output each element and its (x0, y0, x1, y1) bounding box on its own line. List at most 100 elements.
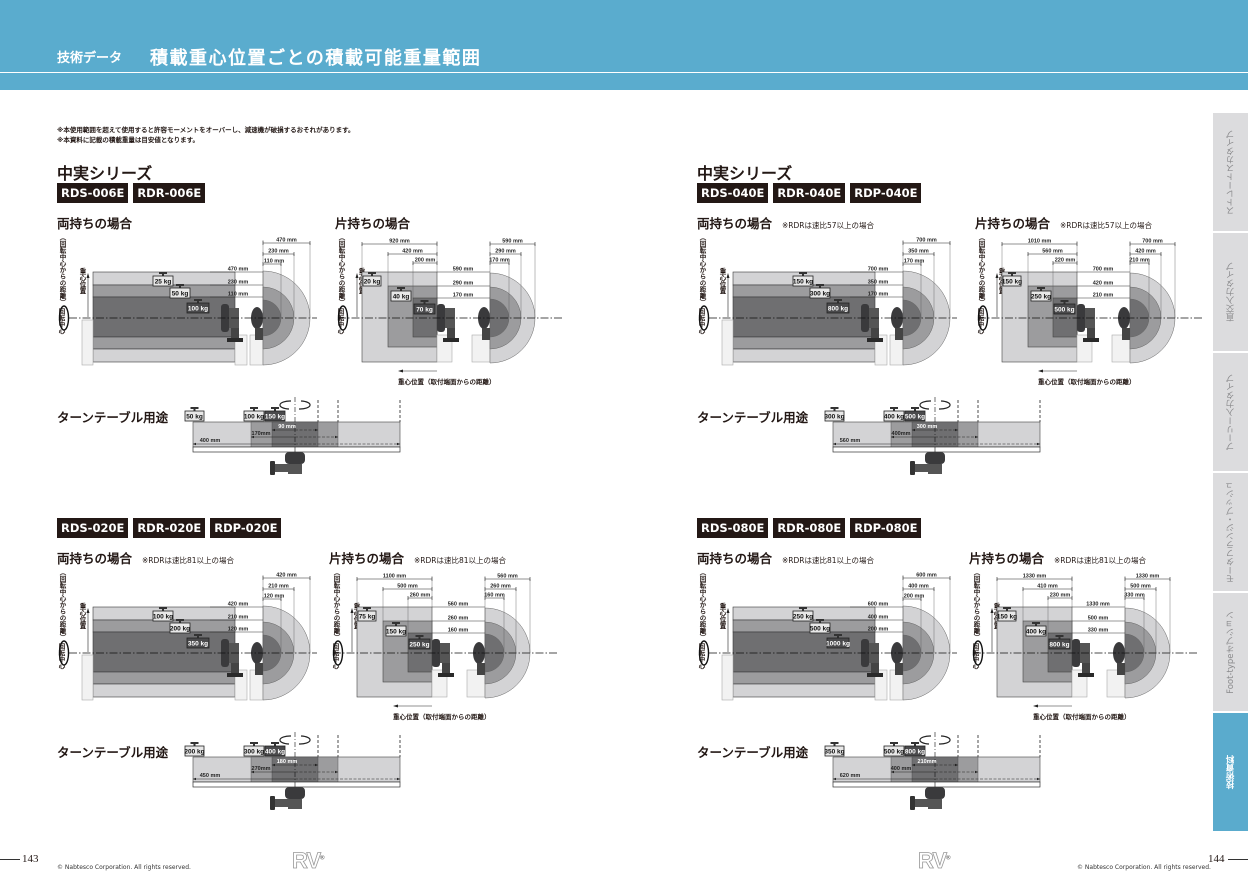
weight-label: 100 kg (244, 414, 264, 421)
dimension-label: 410 mm (1037, 584, 1058, 590)
heading-text: 片持ちの場合 (969, 551, 1045, 566)
reducer-side-icon (251, 642, 263, 675)
axis-label-distance: （回転中心からの距離） (337, 234, 345, 306)
rotation-arrow-icon (919, 735, 951, 745)
radius-label: 90 mm (278, 424, 296, 430)
turntable-reducer-icon (270, 452, 305, 475)
dimension-label: 170 mm (904, 259, 925, 265)
sidebar-tab[interactable]: Foot-typeオプション (1213, 593, 1248, 711)
dimension-label: 350 mm (908, 249, 929, 255)
radius-label: 560 mm (840, 438, 861, 444)
load-band (92, 336, 236, 350)
sidebar-tab[interactable]: モータフランジ・ブッシュ (1213, 473, 1248, 591)
rotation-center-icon (698, 305, 710, 331)
weight-icon: 400 kg (264, 742, 286, 757)
dimension-label: 420 mm (402, 249, 423, 255)
weight-icon: 25 kg (152, 272, 174, 287)
weight-icon: 40 kg (390, 287, 412, 302)
radius-label: 400 mm (200, 438, 221, 444)
weight-icon: 250 kg (408, 635, 431, 650)
weight-label: 250 kg (793, 614, 813, 621)
page-header: 技術データ 積載重心位置ごとの積載可能重量範囲 (0, 0, 1248, 90)
sidebar-tab[interactable]: 技術資料 (1213, 713, 1248, 831)
heading-turntable: ターンテーブル用途 (57, 745, 169, 760)
rv-logo-left: RV® (292, 848, 325, 874)
weight-icon: 50 kg (184, 407, 205, 422)
page-number-right: 144 (1208, 853, 1225, 865)
dimension-label: 560 mm (497, 574, 518, 580)
radius-label: 300 mm (917, 424, 938, 430)
weight-label: 200 kg (184, 749, 204, 756)
leader-label: 330 mm (1088, 628, 1109, 634)
dimension-label: 160 mm (484, 593, 505, 599)
dimension-label: 260 mm (490, 584, 511, 590)
sidebar-tab-label: 技術資料 (1225, 755, 1236, 789)
weight-label: 500 kg (810, 626, 830, 633)
copyright-left: © Nabtesco Corporation. All rights reser… (57, 864, 191, 871)
dimension-label: 560 mm (1042, 249, 1063, 255)
weight-label: 200 kg (170, 626, 190, 633)
leader-label: 420 mm (1093, 281, 1114, 287)
dimension-label: 500 mm (1130, 584, 1151, 590)
weight-label: 500 kg (1054, 307, 1074, 314)
dimension-label: 230 mm (1050, 593, 1071, 599)
weight-icon: 150 kg (1002, 272, 1022, 287)
weight-icon: 800 kg (826, 299, 850, 314)
axis-label-center: 回転中心 (971, 643, 979, 669)
sidebar-tab[interactable]: プーリー入力タイプ (1213, 353, 1248, 471)
leader-label: 170 mm (453, 293, 474, 299)
weight-label: 250 kg (409, 642, 429, 649)
radius-label: 400 mm (891, 766, 912, 772)
dimension-label: 330 mm (1124, 593, 1145, 599)
heading-double-support: 両持ちの場合※RDRは速比57以上の場合 (697, 213, 874, 232)
leader-label: 560 mm (448, 602, 469, 608)
rotation-center-icon (698, 640, 710, 666)
weight-label: 250 kg (1031, 294, 1051, 301)
weight-icon: 50 kg (169, 284, 191, 299)
weight-icon: 500 kg (809, 619, 831, 634)
weight-label: 300 kg (244, 749, 264, 756)
weight-icon: 200 kg (184, 742, 205, 757)
axis-label-cog: 重心位置 (78, 268, 86, 294)
leader-label: 230 mm (228, 280, 249, 286)
axis-label-distance: （回転中心からの距離） (698, 569, 706, 641)
leader-label: 420 mm (228, 602, 249, 608)
weight-icon: 500 kg (883, 742, 905, 757)
sidebar-tab[interactable]: 直交入力タイプ (1213, 233, 1248, 351)
weight-icon: 500 kg (1053, 300, 1076, 315)
radius-label: 270mm (252, 766, 271, 772)
weight-label: 150 kg (997, 614, 1017, 621)
heading-cantilever: 片持ちの場合※RDRは速比81以上の場合 (329, 548, 506, 567)
cog-caption: 重心位置（取付端面からの距離） (398, 378, 496, 386)
weight-icon: 800 kg (1048, 635, 1071, 650)
axis-label-cog: 重心位置 (352, 603, 360, 629)
dimension-label: 200 mm (904, 594, 925, 600)
axis-label-distance: （回転中心からの距離） (698, 234, 706, 306)
axis-label-cog: 重心位置 (992, 603, 1000, 629)
sidebar-tab[interactable]: ストレートスカタイプ (1213, 113, 1248, 231)
range-half-circle (1129, 298, 1150, 338)
dimension-label: 500 mm (397, 584, 418, 590)
axis-label-distance: （回転中心からの距離） (972, 569, 980, 641)
load-band (92, 683, 236, 698)
weight-label: 150 kg (1002, 279, 1022, 286)
reducer-side-icon (251, 307, 263, 340)
weight-icon: 300 kg (243, 742, 265, 757)
dimension-label: 260 mm (410, 593, 431, 599)
page-title: 積載重心位置ごとの積載可能重量範囲 (150, 48, 482, 69)
radius-label: 400mm (892, 431, 911, 437)
table-base (192, 446, 401, 453)
copyright-right: © Nabtesco Corporation. All rights reser… (1077, 864, 1211, 871)
weight-icon: 350 kg (186, 634, 210, 649)
axis-label-center: 回転中心 (697, 308, 705, 334)
heading-double-support: 両持ちの場合※RDRは速比81以上の場合 (697, 548, 874, 567)
weight-icon: 400 kg (883, 407, 905, 422)
sidebar-tab-label: プーリー入力タイプ (1225, 373, 1236, 451)
